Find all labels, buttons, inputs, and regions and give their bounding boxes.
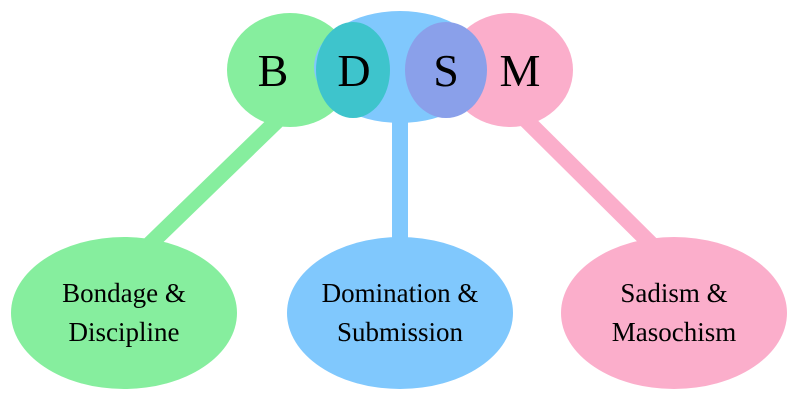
letter-m: M (500, 45, 541, 96)
connector-line-bondage (144, 110, 288, 250)
node-sadism-label-line1: Sadism & (620, 278, 727, 308)
letter-d: D (337, 45, 370, 96)
letter-s: S (433, 45, 459, 96)
node-domination-label-line2: Submission (337, 317, 464, 347)
letter-b: B (258, 45, 289, 96)
connector-line-sadism (516, 110, 657, 250)
node-sadism-label-line2: Masochism (612, 317, 737, 347)
node-bondage-discipline (11, 237, 237, 389)
node-bondage-label-line2: Discipline (69, 317, 180, 347)
ellipse-b-green (227, 13, 353, 127)
node-domination-submission (287, 237, 513, 389)
overlap-green-blue (316, 22, 390, 118)
node-domination-label-line1: Domination & (322, 278, 479, 308)
node-sadism-masochism (561, 237, 787, 389)
overlap-blue-pink (405, 22, 487, 118)
node-bondage-label-line1: Bondage & (62, 278, 186, 308)
